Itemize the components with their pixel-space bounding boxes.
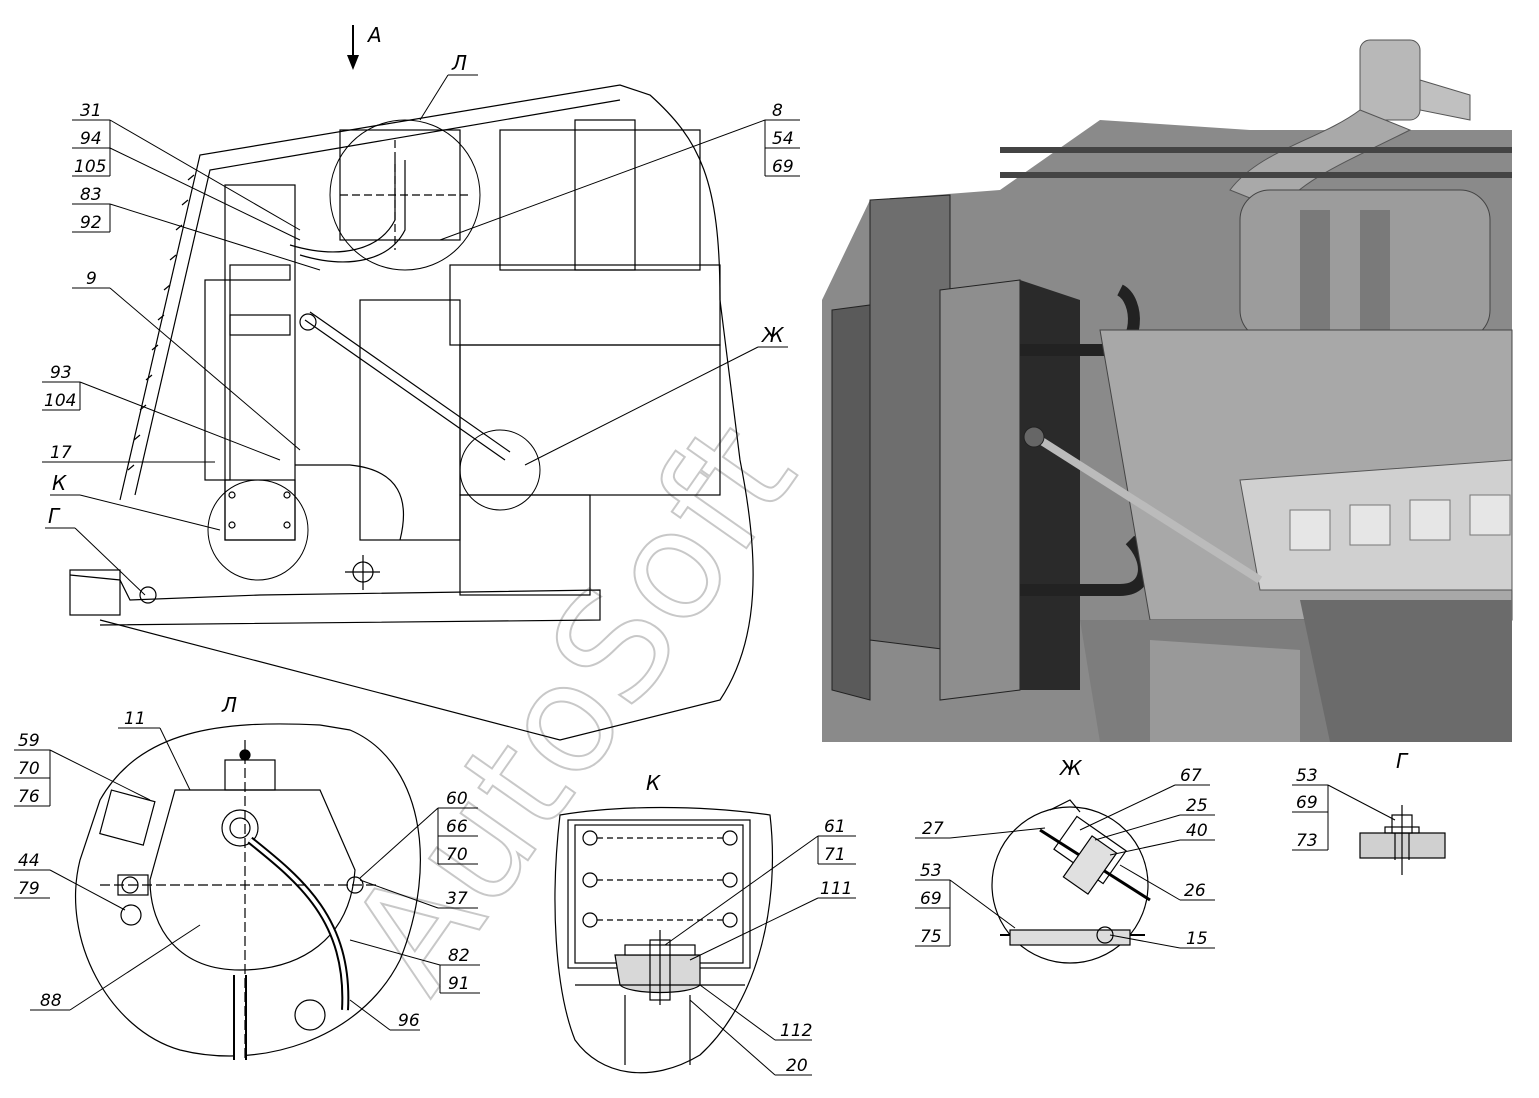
callout-69: 69 (772, 157, 794, 177)
callout-l-76: 76 (18, 787, 40, 807)
callout-l-44: 44 (18, 851, 40, 871)
callout-zh-75: 75 (920, 927, 942, 947)
callouts-k (664, 835, 856, 1076)
callout-l-91: 91 (448, 974, 470, 994)
view-arrow-a (347, 25, 359, 70)
callout-104: 104 (44, 391, 76, 411)
detail-label-zh: Ж (1058, 756, 1083, 780)
view-label-k-left: К (52, 471, 67, 495)
detail-label-k: К (646, 771, 661, 795)
callouts-l (14, 727, 480, 1031)
callout-g-73: 73 (1296, 831, 1318, 851)
callout-k-71: 71 (824, 845, 846, 865)
callout-l-79: 79 (18, 879, 40, 899)
callout-zh-25: 25 (1186, 796, 1208, 816)
callout-17: 17 (50, 443, 72, 463)
callout-l-37: 37 (446, 889, 468, 909)
callout-l-11: 11 (124, 709, 146, 729)
detail-l (75, 723, 421, 1060)
callout-k-20: 20 (786, 1056, 808, 1076)
detail-label-l: Л (221, 693, 237, 717)
callouts-g (1292, 784, 1396, 851)
main-side-view (69, 84, 754, 741)
watermark: AutoSoft (317, 393, 829, 1021)
callout-l-66: 66 (446, 817, 468, 837)
callout-g-53: 53 (1296, 766, 1318, 786)
view-label-g-left: Г (48, 504, 61, 528)
callout-l-70b: 70 (446, 845, 468, 865)
callout-zh-27: 27 (922, 819, 944, 839)
callouts-zh (915, 784, 1215, 949)
callout-zh-69: 69 (920, 889, 942, 909)
view-label-a: А (366, 23, 382, 47)
detail-k (554, 806, 774, 1074)
callout-k-112: 112 (780, 1021, 812, 1041)
callout-zh-53: 53 (920, 861, 942, 881)
callout-8: 8 (772, 101, 783, 121)
callout-54: 54 (772, 129, 794, 149)
callout-l-70: 70 (18, 759, 40, 779)
view-label-zh-top: Ж (760, 323, 785, 347)
detail-label-g: Г (1396, 749, 1409, 773)
callout-k-61: 61 (824, 817, 846, 837)
callout-zh-26: 26 (1184, 881, 1206, 901)
callout-l-96: 96 (398, 1011, 420, 1031)
callout-zh-67: 67 (1180, 766, 1202, 786)
callout-l-59: 59 (18, 731, 40, 751)
callout-zh-15: 15 (1186, 929, 1208, 949)
callout-l-82: 82 (448, 946, 470, 966)
callout-zh-40: 40 (1186, 821, 1208, 841)
view-label-l-top: Л (451, 51, 467, 75)
detail-g (1359, 805, 1446, 875)
callout-k-111: 111 (820, 879, 852, 899)
callout-l-88: 88 (40, 991, 62, 1011)
callout-83: 83 (80, 185, 102, 205)
callout-g-69: 69 (1296, 793, 1318, 813)
callout-31: 31 (80, 101, 102, 121)
detail-zh (991, 799, 1151, 964)
callout-93: 93 (50, 363, 72, 383)
callout-9: 9 (86, 269, 97, 289)
callouts-main (42, 119, 800, 463)
callout-92: 92 (80, 213, 102, 233)
engine-3d-render (822, 30, 1513, 742)
callout-l-60: 60 (446, 789, 468, 809)
callout-105: 105 (74, 157, 106, 177)
callout-94: 94 (80, 129, 102, 149)
